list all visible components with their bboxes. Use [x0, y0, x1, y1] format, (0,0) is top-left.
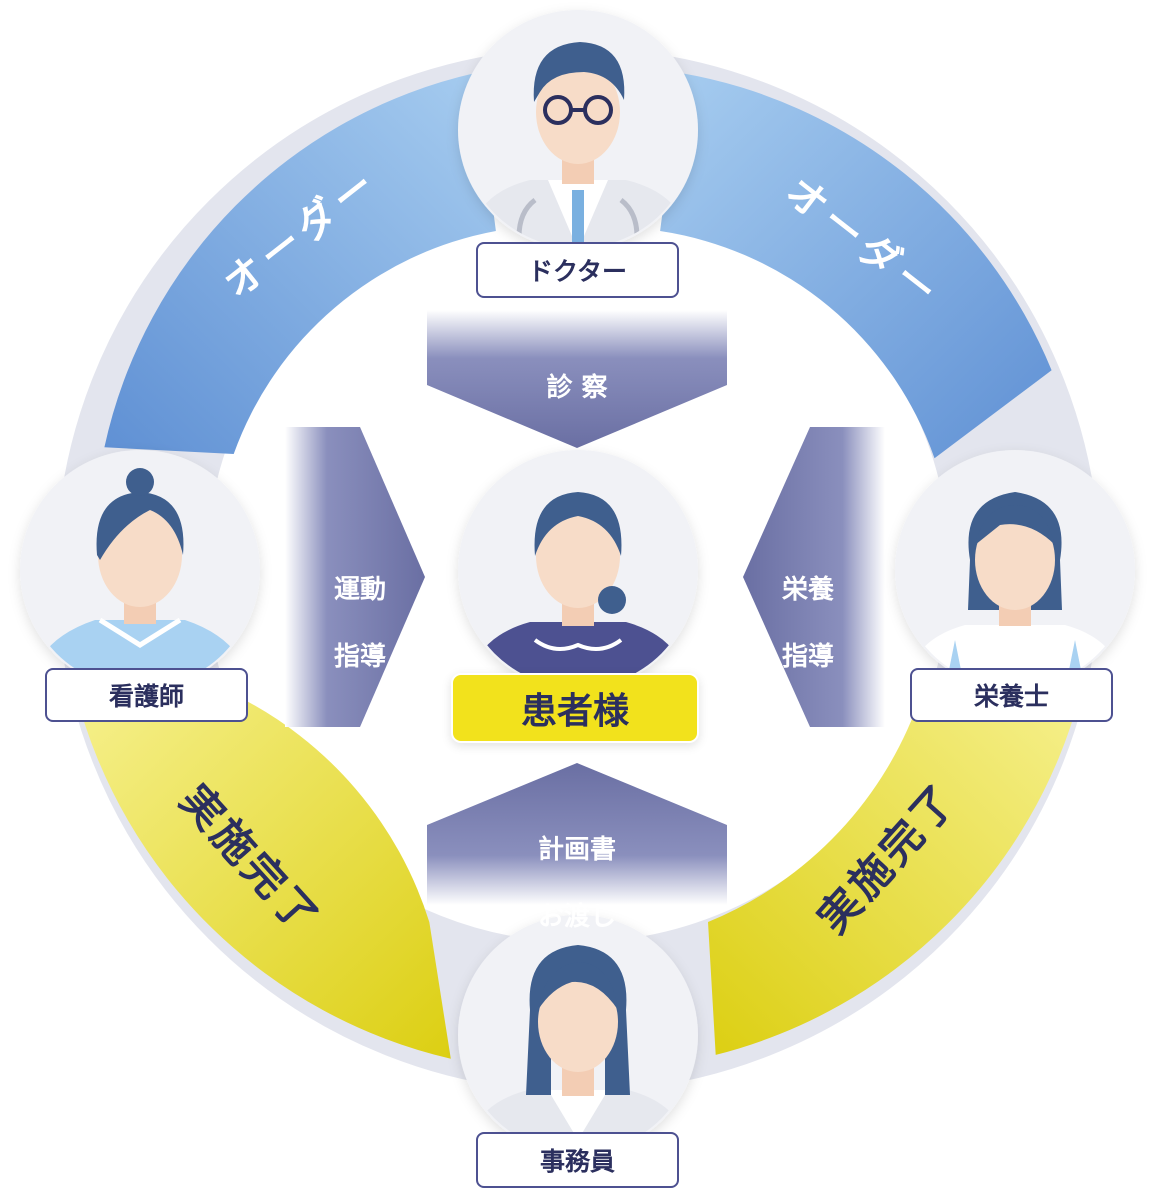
- nurse-avatar: [20, 450, 260, 690]
- patient-avatar: [458, 450, 698, 690]
- ring-segment-done-right: [708, 695, 1080, 1055]
- arrow-right-text: 栄養 指導: [748, 540, 868, 709]
- arrow-bottom-line1: 計画書: [537, 834, 616, 865]
- nurse-label: 看護師: [45, 668, 248, 722]
- doctor-label: ドクター: [476, 242, 679, 298]
- nutritionist-avatar: [895, 450, 1135, 690]
- ring-segment-order-right: [660, 73, 1052, 459]
- arrow-right-line1: 栄養: [781, 574, 834, 605]
- patient-label: 患者様: [451, 673, 699, 743]
- ring-segment-done-left: [76, 694, 451, 1059]
- arrow-top: [427, 310, 727, 448]
- arrow-left-line1: 運動: [333, 574, 386, 605]
- arrow-right-line2: 指導: [781, 642, 834, 673]
- doctor-avatar: [458, 10, 698, 250]
- arrow-bottom-text: 計画書 お渡し: [477, 800, 677, 969]
- arrow-left-text: 運動 指導: [300, 540, 420, 709]
- arrow-top-text: 診 察: [546, 373, 608, 403]
- arrow-right: [743, 427, 885, 727]
- nutritionist-label: 栄養士: [910, 668, 1113, 722]
- arrow-bottom-line2: お渡し: [537, 902, 616, 933]
- arrow-left-line2: 指導: [333, 642, 386, 673]
- ring-segment-order-left: [104, 73, 496, 454]
- clerk-label: 事務員: [476, 1132, 679, 1188]
- arrow-bottom: [427, 763, 727, 905]
- arrow-left: [285, 427, 425, 727]
